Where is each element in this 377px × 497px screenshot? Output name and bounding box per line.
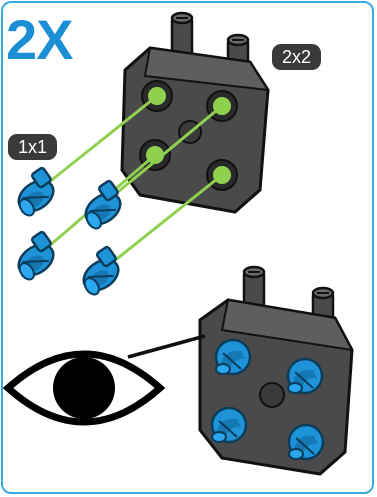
connector-peg-1x1-c <box>13 231 59 282</box>
eye-pointer-line <box>128 336 205 357</box>
part-size-label-1x1: 1x1 <box>8 134 57 160</box>
quantity-multiplier: 2X <box>6 10 73 70</box>
part-size-label-2x2: 2x2 <box>272 44 321 70</box>
connector-peg-1x1-a <box>13 167 59 218</box>
pin-block-2x2-top <box>122 13 268 212</box>
pin-block-2x2-result <box>200 267 352 474</box>
connector-peg-1x1-d <box>78 246 124 297</box>
eye-icon <box>8 354 160 422</box>
